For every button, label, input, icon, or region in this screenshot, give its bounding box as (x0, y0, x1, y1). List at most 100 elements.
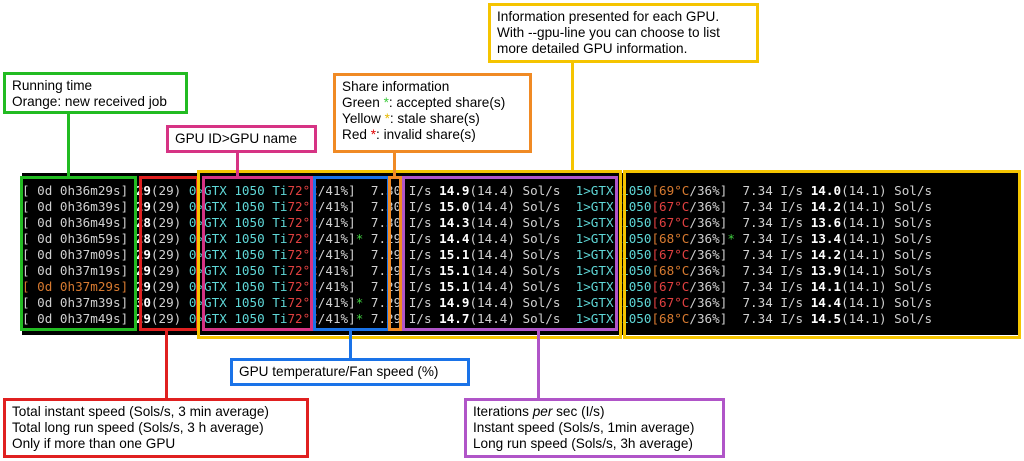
per-gpu-line1: Information presented for each GPU. (497, 9, 720, 24)
gpu1-name: 1>GTX 1050 (575, 279, 652, 294)
gpu1-long-run-speed: (14.1) Sol/s (841, 215, 933, 230)
share-yellow-line: Yellow *: stale share(s) (342, 111, 480, 126)
gpu0-long-run-speed: (14.4) Sol/s (469, 215, 561, 230)
gpu1-fan-speed: /36%] (689, 199, 728, 214)
gpu1-iterations: 7.34 I/s (727, 215, 811, 230)
gpu1-name: 1>GTX 1050 (575, 295, 652, 310)
label-gpu-id: GPU ID>GPU name (166, 125, 317, 153)
gpu0-iterations: 7.29 I/s (363, 311, 440, 326)
gpu1-temperature: [67°C (651, 247, 690, 262)
gpu1-temperature: [67°C (651, 295, 690, 310)
gpu0-iterations: 7.30 I/s (363, 183, 440, 198)
gpu1-fan-speed: /36%] (689, 263, 728, 278)
gpu1-iterations: 7.34 I/s (727, 279, 811, 294)
gpu0-instant-speed: 15.1 (439, 247, 470, 262)
gpu1-name: 1>GTX 1050 (575, 215, 652, 230)
gpu0-fan-speed: /41%] (317, 215, 356, 230)
share-green-line: Green *: accepted share(s) (342, 95, 506, 110)
highlight-per-gpu-right (623, 170, 1021, 339)
running-time: [ 0d 0h37m19s] (22, 263, 129, 278)
gpu0-fan-speed: /41%] (317, 247, 356, 262)
terminal-row: [ 0d 0h36m49s] 28(29) 0>GTX 1050 Ti72°C/… (22, 215, 1021, 231)
gpu0-long-run-speed: (14.4) Sol/s (469, 263, 561, 278)
gpu1-iterations: 7.34 I/s (727, 295, 811, 310)
running-time-orange-note: Orange: new received job (12, 94, 167, 109)
running-time: [ 0d 0h36m39s] (22, 199, 129, 214)
gpu0-iterations: 7.30 I/s (363, 199, 440, 214)
terminal-row: [ 0d 0h37m19s] 29(29) 0>GTX 1050 Ti72°C/… (22, 263, 1021, 279)
highlight-per-gpu-left (197, 170, 622, 339)
label-running-time: Running time Orange: new received job (3, 72, 188, 114)
connector-gpu-id (236, 151, 239, 176)
gpu0-instant-speed: 15.1 (439, 263, 470, 278)
gpu0-long-run-speed: (14.4) Sol/s (469, 183, 561, 198)
total-speed-line3: Only if more than one GPU (12, 436, 176, 451)
gpu1-temperature: [69°C (651, 183, 690, 198)
running-time: [ 0d 0h36m49s] (22, 215, 129, 230)
gpu0-instant-speed: 14.9 (439, 295, 470, 310)
gpu0-long-run-speed: (14.4) Sol/s (469, 311, 561, 326)
gpu1-temperature: [67°C (651, 279, 690, 294)
gpu0-instant-speed: 14.4 (439, 231, 470, 246)
connector-total-speed (165, 331, 168, 400)
label-share-info: Share information Green *: accepted shar… (333, 73, 532, 153)
gpu0-instant-speed: 15.0 (439, 199, 470, 214)
label-per-gpu-info: Information presented for each GPU. With… (488, 3, 759, 63)
gpu1-name: 1>GTX 1050 (575, 311, 652, 326)
highlight-share (388, 176, 402, 331)
gpu-id-text: GPU ID>GPU name (175, 131, 298, 146)
gpu1-iterations: 7.34 I/s (727, 311, 811, 326)
total-long-run-speed: (29) (150, 263, 182, 278)
gpu0-fan-speed: /41%] (317, 199, 356, 214)
gpu1-name: 1>GTX 1050 (575, 183, 652, 198)
yellow-asterisk: * (384, 111, 390, 126)
total-long-run-speed: (29) (150, 183, 182, 198)
gpu1-long-run-speed: (14.1) Sol/s (841, 199, 933, 214)
gpu1-fan-speed: /36%] (689, 247, 728, 262)
gpu0-instant-speed: 15.1 (439, 279, 470, 294)
per-gpu-line3: more detailed GPU information. (497, 41, 688, 56)
running-time: [ 0d 0h37m09s] (22, 247, 129, 262)
gpu0-instant-speed: 14.7 (439, 311, 470, 326)
connector-temp-fan (349, 331, 352, 360)
gpu1-name: 1>GTX 1050 (575, 231, 652, 246)
gpu0-long-run-speed: (14.4) Sol/s (469, 231, 561, 246)
gpu0-long-run-speed: (14.4) Sol/s (469, 199, 561, 214)
gpu1-instant-speed: 13.9 (810, 263, 842, 278)
gpu0-fan-speed: /41%] (317, 263, 356, 278)
total-long-run-speed: (29) (150, 295, 182, 310)
green-asterisk: * (383, 95, 389, 110)
total-long-run-speed: (29) (150, 231, 182, 246)
gpu1-instant-speed: 14.5 (810, 311, 842, 326)
total-long-run-speed: (29) (150, 199, 182, 214)
gpu1-fan-speed: /36%] (689, 183, 728, 198)
total-long-run-speed: (29) (150, 311, 182, 326)
gpu0-instant-speed: 14.3 (439, 215, 470, 230)
gpu0-share-marker: * (355, 231, 364, 246)
highlight-running-time (20, 176, 137, 331)
temp-fan-text: GPU temperature/Fan speed (%) (239, 364, 439, 379)
gpu0-iterations: 7.29 I/s (363, 231, 440, 246)
gpu1-temperature: [68°C (651, 231, 690, 246)
gpu1-temperature: [68°C (651, 311, 690, 326)
gpu1-instant-speed: 14.0 (810, 183, 842, 198)
highlight-iterations (402, 176, 618, 331)
gpu0-iterations: 7.29 I/s (363, 247, 440, 262)
gpu1-name: 1>GTX 1050 (575, 263, 652, 278)
per-gpu-line2: With --gpu-line you can choose to list (497, 25, 720, 40)
connector-per-gpu (571, 61, 574, 170)
connector-running-time (67, 112, 70, 176)
running-time: [ 0d 0h37m39s] (22, 295, 129, 310)
total-long-run-speed: (29) (150, 215, 182, 230)
gpu1-temperature: [67°C (651, 199, 690, 214)
gpu1-iterations: 7.34 I/s (727, 183, 811, 198)
iterations-line2: Instant speed (Sols/s, 1min average) (473, 420, 695, 435)
gpu1-fan-speed: /36%] (689, 215, 728, 230)
red-asterisk: * (370, 127, 377, 142)
gpu1-long-run-speed: (14.1) Sol/s (841, 247, 933, 262)
gpu1-iterations: 7.34 I/s (734, 231, 811, 246)
gpu1-instant-speed: 14.1 (810, 279, 842, 294)
iterations-line3: Long run speed (Sols/s, 3h average) (473, 436, 693, 451)
running-time: [ 0d 0h36m59s] (22, 231, 129, 246)
gpu1-long-run-speed: (14.1) Sol/s (841, 183, 933, 198)
